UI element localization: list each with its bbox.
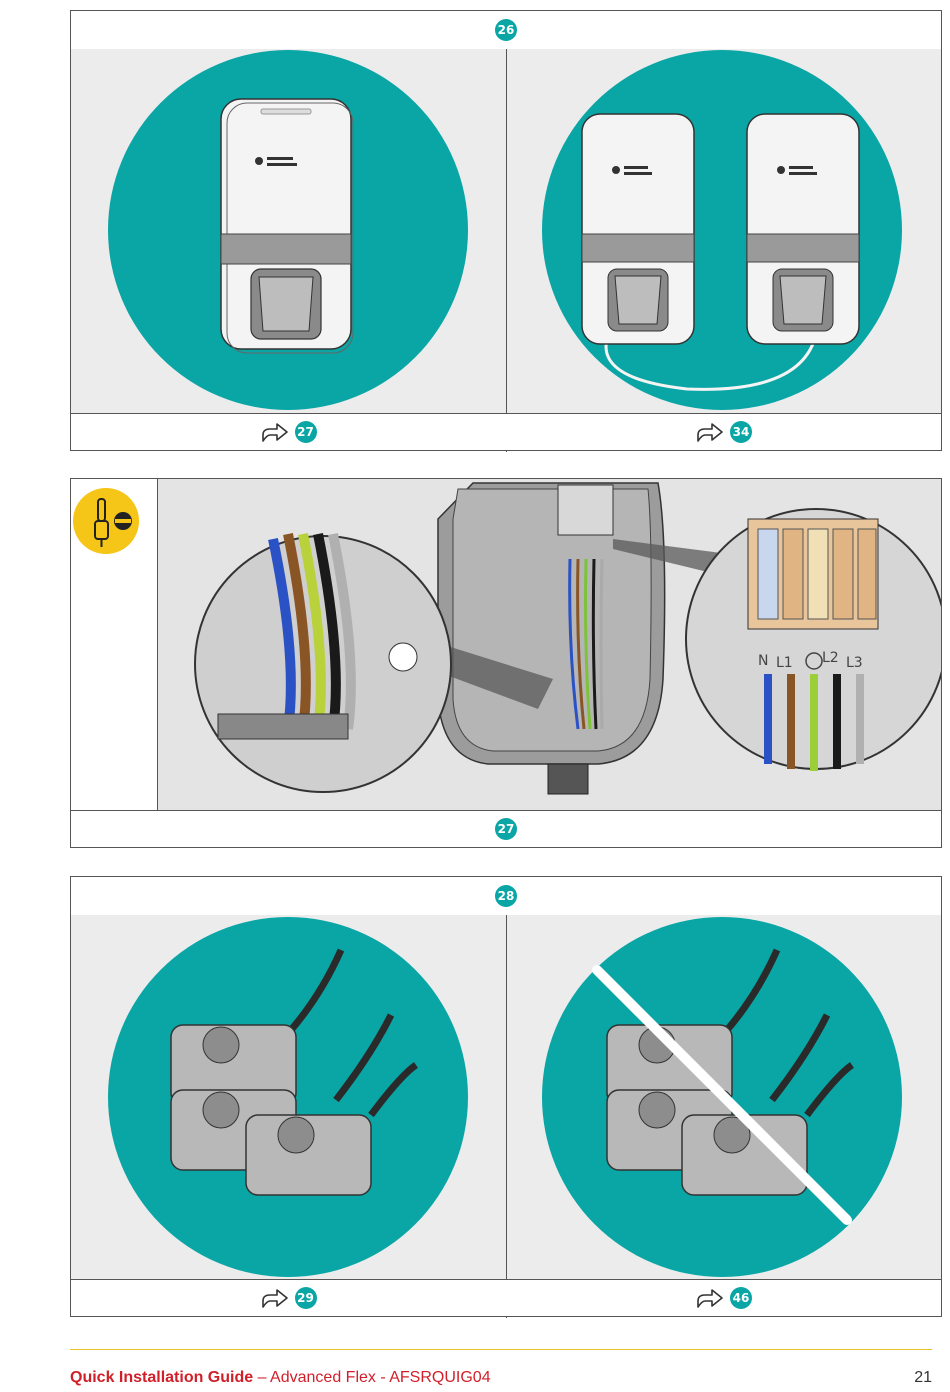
step-27-footer-badge: 27 bbox=[71, 811, 941, 847]
footer-title: Quick Installation Guide – Advanced Flex… bbox=[70, 1369, 491, 1387]
footer-subtitle: – Advanced Flex - AFSRQUIG04 bbox=[257, 1369, 491, 1386]
page-number: 21 bbox=[914, 1369, 932, 1386]
footer-rule bbox=[70, 1349, 932, 1350]
step-27-frame: N L1 L2 L3 27 bbox=[70, 478, 942, 848]
step-badge: 26 bbox=[495, 19, 517, 41]
step-badge: 29 bbox=[294, 1287, 317, 1309]
panel-divider bbox=[506, 915, 507, 1318]
next-step-left[interactable]: 29 bbox=[71, 1280, 506, 1316]
arrow-next-icon bbox=[697, 423, 723, 442]
step-26-footer: 27 34 bbox=[71, 413, 941, 450]
panel-divider bbox=[506, 49, 507, 452]
step-27-footer: 27 bbox=[71, 810, 941, 847]
ct-clamps-illustration bbox=[108, 917, 468, 1277]
step-badge: 46 bbox=[730, 1287, 752, 1309]
next-step-right[interactable]: 34 bbox=[507, 414, 941, 450]
flat-slot-icon bbox=[114, 512, 132, 530]
screwdriver-tool-badge bbox=[73, 488, 139, 554]
terminal-label-l1: L1 bbox=[776, 655, 793, 671]
ct-clamps-crossed-illustration bbox=[542, 917, 902, 1277]
arrow-next-icon bbox=[697, 1289, 723, 1308]
step-28-footer: 29 46 bbox=[71, 1279, 941, 1316]
next-step-right[interactable]: 46 bbox=[507, 1280, 941, 1316]
step-28-header: 28 bbox=[71, 877, 941, 916]
step-badge: 27 bbox=[294, 421, 317, 443]
step-badge: 34 bbox=[730, 421, 752, 443]
next-step-left[interactable]: 27 bbox=[71, 414, 506, 450]
terminal-label-n: N bbox=[758, 653, 768, 669]
ct-clamps-correct-panel bbox=[71, 915, 506, 1280]
ct-clamps-incorrect-panel bbox=[507, 915, 941, 1280]
step-28-frame: 28 bbox=[70, 876, 942, 1318]
ct-clamp bbox=[245, 1062, 419, 1196]
wiring-illustration: N L1 L2 L3 bbox=[194, 482, 941, 795]
footer-guide-title: Quick Installation Guide bbox=[70, 1369, 254, 1386]
step-badge: 27 bbox=[495, 818, 517, 840]
wiring-panel: N L1 L2 L3 bbox=[158, 479, 941, 811]
screwdriver-icon bbox=[94, 498, 109, 547]
dual-charger-illustration bbox=[542, 50, 902, 410]
step-badge: 28 bbox=[495, 885, 517, 907]
arrow-next-icon bbox=[261, 1289, 288, 1308]
terminal-label-l2: L2 bbox=[822, 650, 839, 666]
cross-out-line bbox=[592, 965, 852, 1225]
arrow-next-icon bbox=[261, 423, 288, 442]
tool-column bbox=[71, 479, 158, 811]
step-26-frame: 26 bbox=[70, 10, 942, 452]
dual-charger-panel bbox=[507, 49, 941, 414]
terminal-label-l3: L3 bbox=[846, 655, 863, 671]
step-26-header: 26 bbox=[71, 11, 941, 50]
ct-clamp bbox=[170, 948, 345, 1106]
ground-symbol bbox=[805, 652, 823, 670]
single-charger-illustration bbox=[108, 50, 468, 410]
single-charger-panel bbox=[71, 49, 506, 414]
